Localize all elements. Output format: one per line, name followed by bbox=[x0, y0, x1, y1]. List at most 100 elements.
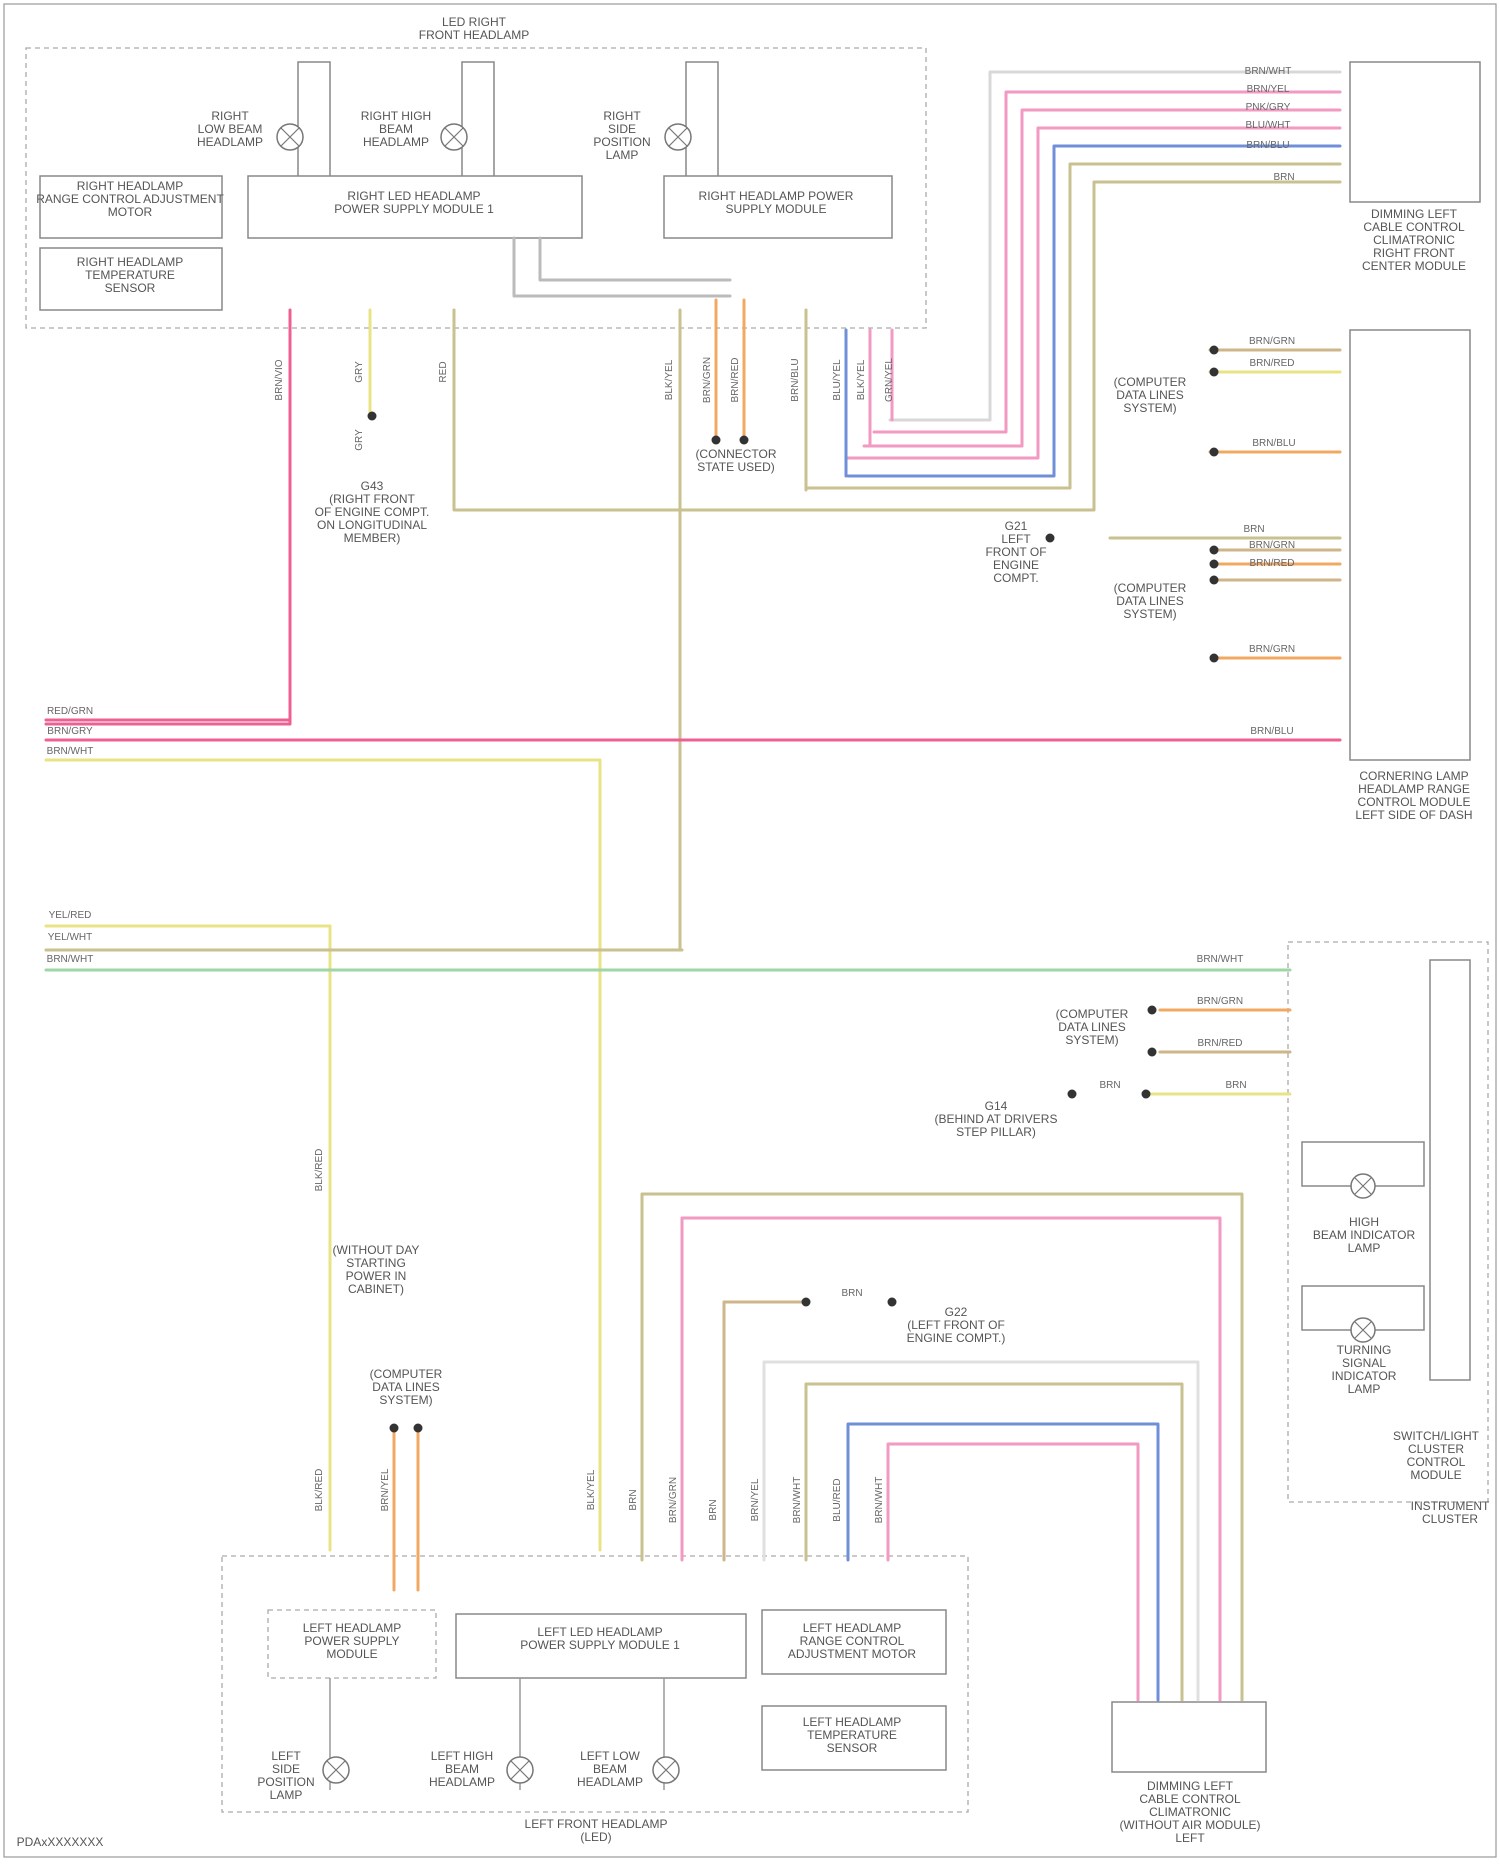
bcm-8-label: BRN/BLU bbox=[1250, 726, 1293, 737]
wire-code-lh_v11: BRN/WHT bbox=[874, 1477, 885, 1524]
turn-indicator-lamp bbox=[1351, 1318, 1375, 1342]
label-group: LED RIGHTFRONT HEADLAMP RIGHTLOW BEAMHEAD… bbox=[17, 15, 1490, 1849]
wire-left-4 bbox=[46, 926, 330, 1550]
sw-3-label: BRN/RED bbox=[1197, 1038, 1242, 1049]
lh-assembly-label: LEFT FRONT HEADLAMP(LED) bbox=[525, 1817, 668, 1844]
rh-top-5-label: BRN/BLU bbox=[1246, 140, 1289, 151]
bcm-2-label: BRN/RED bbox=[1249, 358, 1294, 369]
bcm-4-label: BRN bbox=[1243, 524, 1264, 535]
wire-rh-3 bbox=[864, 110, 1340, 446]
bcm-5-label: BRN/GRN bbox=[1249, 540, 1295, 551]
right-position-lamp bbox=[665, 62, 718, 178]
wire-code-lh_v9: BRN/WHT bbox=[792, 1477, 803, 1524]
left-4-label: YEL/RED bbox=[49, 910, 92, 921]
rh-top-1-label: BRN/WHT bbox=[1245, 66, 1292, 77]
wire-rh-7 bbox=[454, 182, 1340, 510]
right-high-beam-lamp bbox=[441, 62, 494, 178]
wire-code-c6: BRN/GRN bbox=[702, 357, 713, 403]
instrument-cluster-connector bbox=[1430, 960, 1470, 1380]
wire-code-lh_v3: BRN/YEL bbox=[380, 1468, 391, 1511]
ground-g21-label: G21LEFTFRONT OFENGINECOMPT. bbox=[985, 519, 1046, 585]
wire-code-c5: BLK/YEL bbox=[664, 359, 675, 400]
wire-code-lh_v1: BLK/RED bbox=[314, 1149, 325, 1192]
wire-code-lh_v4: BLK/YEL bbox=[586, 1469, 597, 1510]
wire-code-c4: RED bbox=[438, 361, 449, 382]
left-6-label: BRN/WHT bbox=[47, 954, 94, 965]
wire-label-group: BRN/WHT BRN/YEL PNK/GRY BLU/WHT BRN/BLU BRN BR… bbox=[47, 66, 1296, 1523]
left-5-label: YEL/WHT bbox=[48, 932, 92, 943]
left-3-label: BRN/WHT bbox=[47, 746, 94, 757]
rh-top-4-label: BLU/WHT bbox=[1246, 120, 1291, 131]
sw-4-label: BRN bbox=[1099, 1080, 1120, 1091]
left-low-beam-lamp bbox=[653, 1678, 679, 1790]
bcm-6-label: BRN/RED bbox=[1249, 558, 1294, 569]
sw-1-label: BRN/WHT bbox=[1197, 954, 1244, 965]
rh-top-3-label: PNK/GRY bbox=[1246, 102, 1291, 113]
wire-code-lh_v10: BLU/RED bbox=[832, 1478, 843, 1521]
left-1-label: RED/GRN bbox=[47, 706, 93, 717]
left-2-label: BRN/GRY bbox=[47, 726, 93, 737]
bcm-7-label: BRN/GRN bbox=[1249, 644, 1295, 655]
wire-code-c7: BRN/RED bbox=[730, 357, 741, 402]
wire-c1 bbox=[46, 310, 290, 724]
bcm-3-label: BRN/BLU bbox=[1252, 438, 1295, 449]
right-low-beam-lamp bbox=[277, 62, 330, 178]
lh-gnd-label: BRN bbox=[841, 1288, 862, 1299]
wire-c5 bbox=[46, 310, 680, 950]
wire-code-c8: BRN/BLU bbox=[790, 358, 801, 401]
wire-code-lh_v5: BRN bbox=[628, 1489, 639, 1510]
sw-2-label: BRN/GRN bbox=[1197, 996, 1243, 1007]
wire-code-lh_v2: BLK/RED bbox=[314, 1469, 325, 1512]
left-lamp-control-module bbox=[1112, 1702, 1266, 1772]
wire-code-c11: GRN/YEL bbox=[884, 358, 895, 402]
wire-code-lh_v8: BRN/YEL bbox=[750, 1478, 761, 1521]
left-high-beam-lamp bbox=[507, 1678, 533, 1790]
wire-code-c2: GRY bbox=[354, 361, 365, 383]
wire-top-grey bbox=[514, 238, 730, 296]
footer-label: PDAxXXXXXXX bbox=[17, 1835, 104, 1849]
bcm-1-label: BRN/GRN bbox=[1249, 336, 1295, 347]
rh-top-2-label: BRN/YEL bbox=[1247, 84, 1290, 95]
wire-code-lh_v6: BRN/GRN bbox=[668, 1477, 679, 1523]
diagram-border bbox=[4, 4, 1496, 1857]
wire-code-lh_v7: BRN bbox=[708, 1499, 719, 1520]
wire-code-c3: GRY bbox=[354, 429, 365, 451]
wire-code-c1: BRN/VIO bbox=[274, 359, 285, 400]
high-beam-indicator-lamp bbox=[1351, 1174, 1375, 1198]
right-lamp-control-module bbox=[1350, 62, 1480, 202]
rh-top-6-label: BRN bbox=[1273, 172, 1294, 183]
wire-code-c9: BLU/YEL bbox=[832, 359, 843, 401]
bcm-module bbox=[1350, 330, 1470, 760]
wire-code-c10: BLK/YEL bbox=[856, 359, 867, 400]
left-position-lamp bbox=[323, 1678, 349, 1790]
lh-ctrl-label: DIMMING LEFTCABLE CONTROLCLIMATRONIC(WIT… bbox=[1119, 1779, 1260, 1845]
sw-5-label: BRN bbox=[1225, 1080, 1246, 1091]
